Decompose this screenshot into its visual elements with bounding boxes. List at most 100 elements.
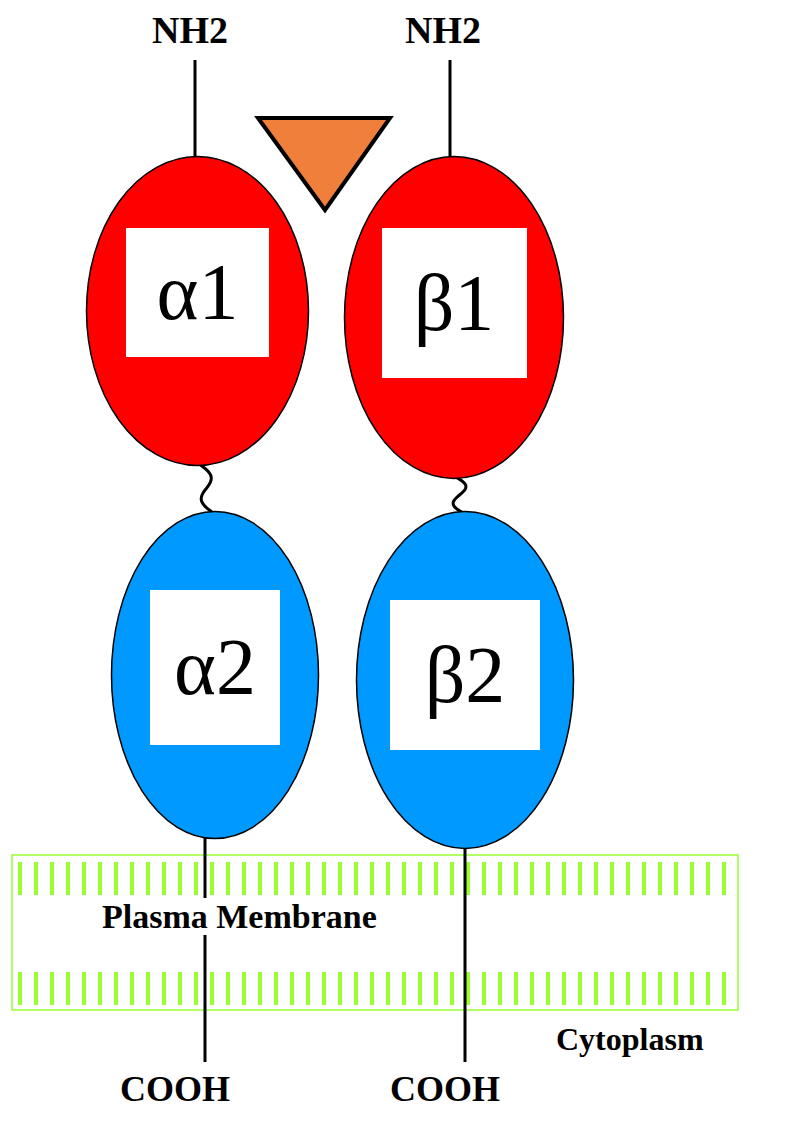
lipid-tail (98, 972, 102, 1005)
lipid-tail (274, 972, 278, 1005)
oval-shape (357, 512, 574, 849)
lipid-tail (546, 972, 550, 1005)
lipid-tail (194, 972, 198, 1005)
lipid-tail (466, 972, 470, 1005)
lipid-tail (178, 862, 182, 895)
c-terminus-label: COOH (390, 1070, 500, 1110)
lipid-tail (322, 972, 326, 1005)
lipid-tail (66, 972, 70, 1005)
lipid-tail (562, 862, 566, 895)
lipid-tail (674, 972, 678, 1005)
lipid-tails (20, 862, 724, 1005)
linker-connector (453, 476, 466, 514)
lipid-tail (690, 862, 694, 895)
lipid-tail (642, 862, 646, 895)
lipid-tail (674, 862, 678, 895)
domain-label: β2 (425, 635, 506, 715)
lipid-tail (34, 972, 38, 1005)
c-terminus-line (204, 835, 207, 1062)
lipid-tail (370, 972, 374, 1005)
domain-label: β1 (414, 263, 495, 343)
lipid-tail (34, 862, 38, 895)
c-terminus-label: COOH (120, 1070, 230, 1110)
lipid-tail (274, 862, 278, 895)
lipid-tail (658, 862, 662, 895)
lipid-tail (658, 972, 662, 1005)
plasma-membrane (12, 855, 738, 1010)
cytoplasm-label: Cytoplasm (556, 1022, 704, 1057)
lipid-tail (290, 862, 294, 895)
lipid-tail (114, 862, 118, 895)
lipid-tail (546, 862, 550, 895)
lipid-tail (50, 862, 54, 895)
label-box: α1 (126, 228, 269, 357)
lipid-tail (242, 972, 246, 1005)
lipid-tail (418, 862, 422, 895)
lipid-tail (338, 972, 342, 1005)
lipid-tail (514, 972, 518, 1005)
lipid-tail (514, 862, 518, 895)
label-box: α2 (150, 590, 280, 745)
lipid-tail (338, 862, 342, 895)
lipid-tail (610, 862, 614, 895)
lipid-tail (578, 862, 582, 895)
lipid-tail (578, 972, 582, 1005)
lipid-tail (354, 862, 358, 895)
lipid-tail (114, 972, 118, 1005)
label-box: β2 (390, 600, 540, 750)
lipid-tail (322, 862, 326, 895)
lipid-tail (18, 862, 22, 895)
lipid-tail (642, 972, 646, 1005)
oval-shape (112, 512, 319, 839)
lipid-tail (226, 862, 230, 895)
lipid-tail (210, 972, 214, 1005)
lipid-tail (258, 972, 262, 1005)
lipid-tail (354, 972, 358, 1005)
domain-oval: β1 (343, 155, 565, 480)
lipid-tail (626, 862, 630, 895)
n-terminus-label: NH2 (152, 10, 228, 52)
lipid-tail (594, 972, 598, 1005)
lipid-tail (370, 862, 374, 895)
lipid-tail (146, 972, 150, 1005)
lipid-tail (162, 862, 166, 895)
lipid-tail (82, 972, 86, 1005)
domain-oval: α2 (110, 510, 320, 840)
lipid-tail (610, 972, 614, 1005)
n-terminus-line (449, 60, 452, 160)
lipid-tail (722, 972, 726, 1005)
n-terminus-line (194, 60, 197, 160)
domain-label: α1 (157, 252, 239, 332)
lipid-tail (98, 862, 102, 895)
linker-connector (198, 463, 216, 514)
oval-shape (345, 157, 564, 479)
lipid-tail (706, 862, 710, 895)
lipid-tail (194, 862, 198, 895)
lipid-tail (722, 862, 726, 895)
lipid-tail (50, 972, 54, 1005)
domain-oval: α1 (85, 155, 310, 467)
lipid-tail (226, 972, 230, 1005)
lipid-tail (706, 972, 710, 1005)
lipid-tail (594, 862, 598, 895)
lipid-tail (258, 862, 262, 895)
n-terminus-label: NH2 (405, 10, 481, 52)
lipid-tail (466, 862, 470, 895)
lipid-tail (306, 972, 310, 1005)
lipid-tail (242, 862, 246, 895)
lipid-tail (562, 972, 566, 1005)
lipid-tail (306, 862, 310, 895)
lipid-tail (146, 862, 150, 895)
lipid-tail (130, 862, 134, 895)
lipid-tail (18, 972, 22, 1005)
lipid-tail (82, 862, 86, 895)
lipid-tail (626, 972, 630, 1005)
lipid-tail (530, 972, 534, 1005)
c-terminus-line (464, 845, 467, 1062)
lipid-tail (482, 862, 486, 895)
lipid-tail (386, 972, 390, 1005)
lipid-tail (66, 862, 70, 895)
lipid-tail (498, 862, 502, 895)
domain-label: α2 (174, 627, 256, 707)
lipid-tail (130, 972, 134, 1005)
